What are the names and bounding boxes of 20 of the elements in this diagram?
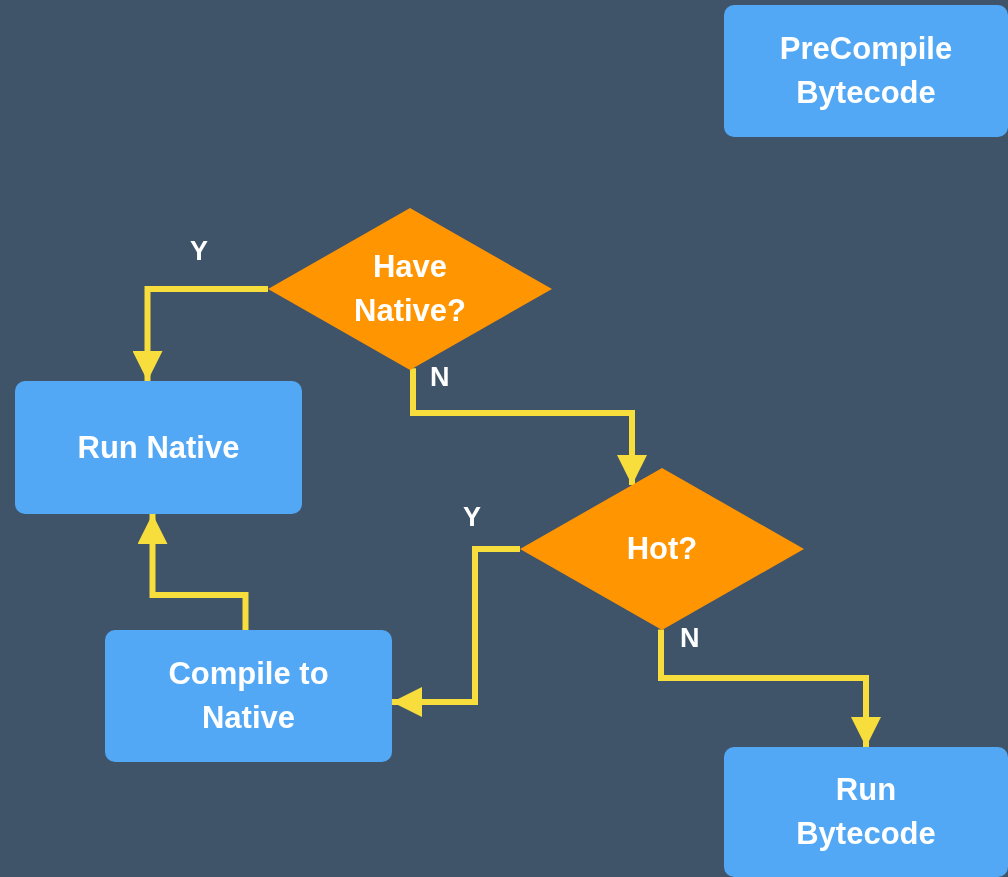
arrow	[410, 368, 647, 486]
process-box	[724, 5, 1008, 137]
process-box	[724, 747, 1008, 877]
box-label: PreCompile Bytecode	[778, 30, 954, 112]
arrow	[658, 629, 881, 747]
arrow	[137, 514, 249, 630]
decision-diamond	[520, 468, 804, 630]
arrow	[392, 546, 520, 717]
arrow	[132, 286, 268, 381]
process-box	[15, 381, 302, 514]
edge-label: N	[680, 623, 700, 653]
edge-label: Y	[190, 236, 208, 266]
edge-label: N	[430, 362, 450, 392]
decision-label: Have Native?	[353, 248, 467, 330]
box-label: Compile to Native	[167, 655, 330, 737]
edge-label: Y	[463, 502, 481, 532]
box-label: Run Native	[76, 428, 241, 467]
process-box	[105, 630, 392, 762]
decision-label: Hot?	[625, 530, 699, 568]
box-label: Run Bytecode	[795, 771, 937, 853]
